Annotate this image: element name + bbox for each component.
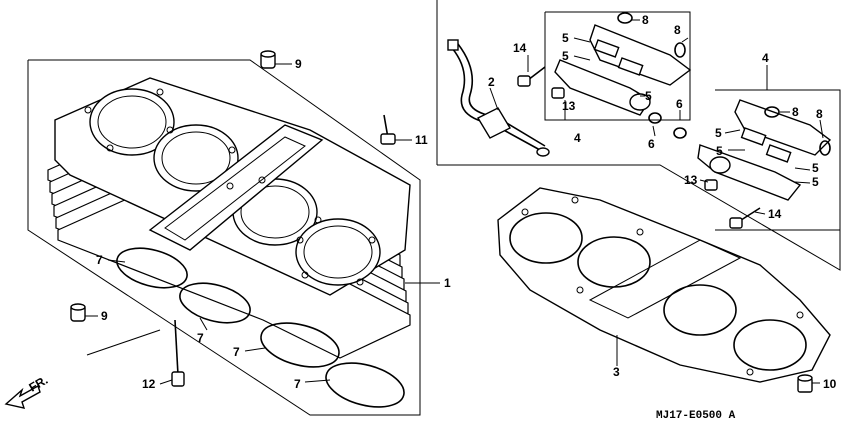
bolt-lower: [171, 319, 185, 387]
callout-2: 2: [488, 75, 495, 89]
head-gasket: [497, 187, 831, 383]
callout-9-upper: 9: [295, 57, 302, 71]
callout-5-a: 5: [562, 31, 569, 45]
callout-5-b: 5: [562, 49, 569, 63]
callout-12: 12: [142, 377, 156, 391]
callout-7-c: 7: [233, 345, 240, 359]
callout-14-upper: 14: [513, 41, 527, 55]
callout-3: 3: [613, 365, 620, 379]
cylinder-block: [47, 77, 411, 359]
callout-10: 10: [823, 377, 837, 391]
callout-13-lower: 13: [684, 173, 698, 187]
cylinder-o-rings: [116, 247, 405, 408]
callout-9-lower: 9: [101, 309, 108, 323]
cam-chain-tunnel: [148, 124, 324, 251]
callout-4-upper: 4: [574, 131, 581, 145]
callout-7-a: 7: [96, 253, 103, 267]
callout-5-g: 5: [812, 175, 819, 189]
callout-7-d: 7: [294, 377, 301, 391]
reed-bolts: [517, 66, 761, 229]
callouts: 1 2 3 4 4 5 5 5 5 5 5 5 6 6 7 7 7 7 8 8 …: [96, 13, 837, 391]
callout-4-lower: 4: [762, 51, 769, 65]
callout-7-b: 7: [197, 331, 204, 345]
breather-pipe: [447, 39, 550, 157]
callout-8-c: 8: [792, 105, 799, 119]
stud-holes: [84, 88, 376, 286]
reed-valve-upper: [544, 11, 692, 124]
callout-5-d: 5: [715, 126, 722, 140]
callout-8-a: 8: [642, 13, 649, 27]
callout-5-f: 5: [812, 161, 819, 175]
nut-lower: [70, 303, 86, 322]
reed-valve-lower: [673, 89, 841, 231]
dowel-pin: [797, 374, 813, 393]
callout-6-b: 6: [676, 97, 683, 111]
callout-8-d: 8: [816, 107, 823, 121]
callout-11: 11: [415, 133, 428, 147]
callout-5-e: 5: [716, 144, 723, 158]
drawing-code: MJ17-E0500 A: [656, 410, 736, 422]
callout-13-upper: 13: [562, 99, 576, 113]
callout-6-a: 6: [648, 137, 655, 151]
callout-14-lower: 14: [768, 207, 782, 221]
leader-lines: [85, 19, 824, 385]
bolt-upper-right: [380, 114, 396, 145]
callout-8-b: 8: [674, 23, 681, 37]
callout-1: 1: [444, 276, 451, 290]
forward-arrow-icon: [4, 384, 41, 409]
nut-upper: [260, 50, 276, 69]
callout-5-c: 5: [645, 89, 652, 103]
